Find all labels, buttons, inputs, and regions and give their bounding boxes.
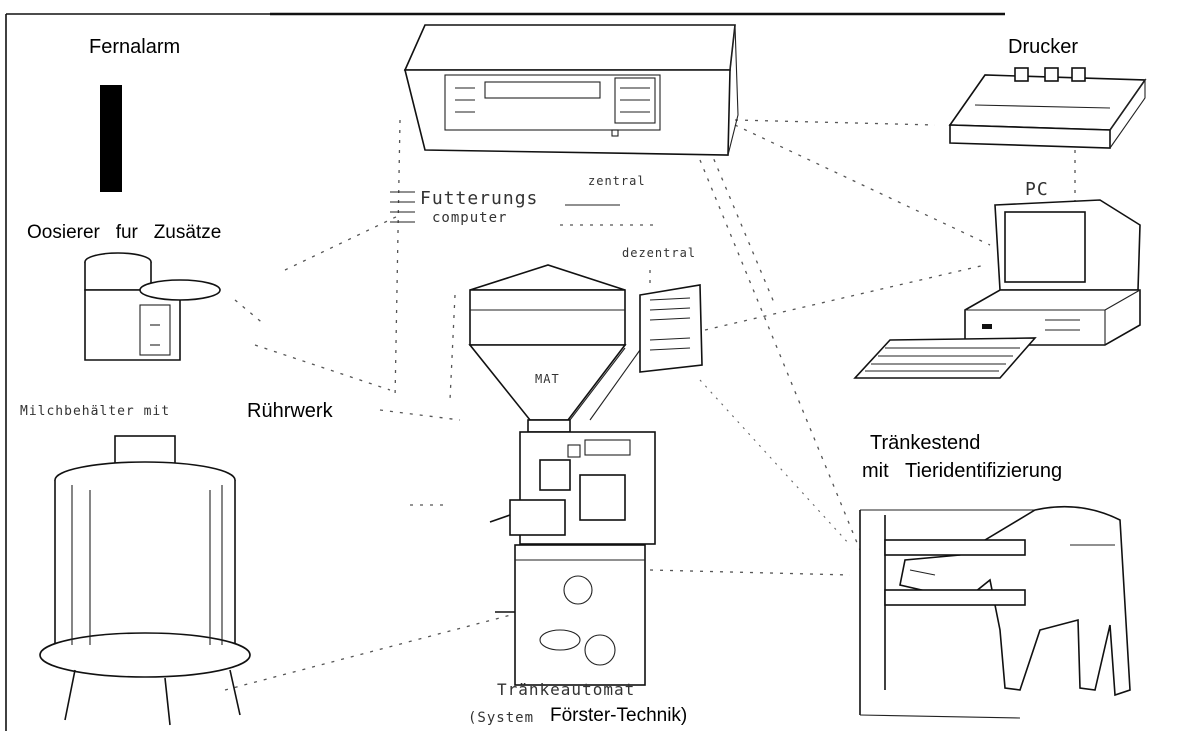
label-pc: PC (1025, 179, 1049, 200)
printer (948, 67, 1147, 149)
label-system-prefix: (System (468, 710, 535, 726)
label-mat: MAT (535, 372, 560, 386)
drinking-stall (859, 505, 1131, 719)
additive-doser (84, 252, 221, 361)
label-feeding-automat: Tränkeautomat (497, 680, 636, 699)
alarm-bar (100, 85, 122, 192)
label-milk-tank: Milchbehälter mit (20, 404, 171, 419)
label-additive-doser: Oosierer fur Zusätze (27, 222, 222, 243)
pc (853, 199, 1141, 379)
label-printer: Drucker (1008, 36, 1079, 58)
label-animal-identification: mit Tieridentifizierung (862, 460, 1063, 482)
connection-lines (224, 110, 1076, 691)
label-decentral: dezentral (622, 246, 697, 260)
label-drinking-stall: Tränkestend (870, 432, 981, 454)
frame (5, 12, 1005, 731)
label-computer: computer (432, 210, 508, 226)
milk-tank (39, 435, 251, 726)
label-system-name: Förster-Technik) (550, 705, 688, 726)
label-feeding: Futterungs (420, 188, 539, 209)
feeding-computer (403, 24, 739, 156)
label-central: zentral (588, 174, 646, 188)
label-stirrer: Rührwerk (247, 400, 333, 422)
computer-symbol (390, 191, 620, 223)
feeding-automat (468, 264, 703, 686)
label-remote-alarm: Fernalarm (89, 36, 181, 58)
